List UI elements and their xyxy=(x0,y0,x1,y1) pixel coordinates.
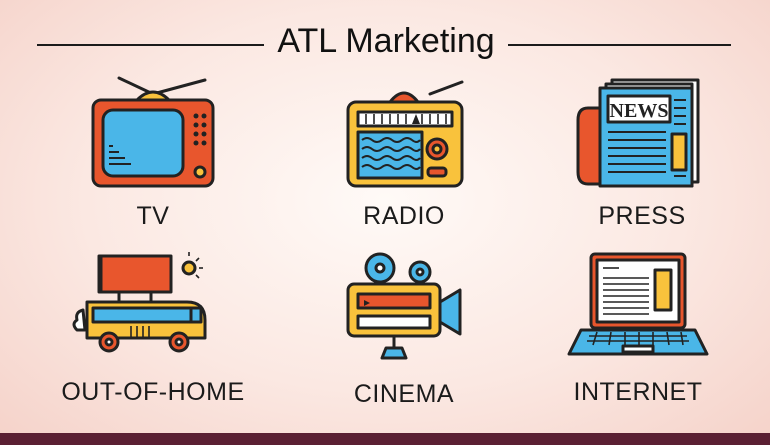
header: ATL Marketing xyxy=(0,18,770,68)
newspaper-icon: NEWS xyxy=(576,78,700,188)
label-press: PRESS xyxy=(598,202,686,230)
footer-bar xyxy=(0,433,770,445)
label-internet: INTERNET xyxy=(573,378,703,406)
label-radio: RADIO xyxy=(363,202,445,230)
label-cinema: CINEMA xyxy=(353,380,455,408)
item-cinema: CINEMA xyxy=(289,250,519,440)
newspaper-headline: NEWS xyxy=(610,100,669,122)
title-rule-left xyxy=(37,44,264,46)
item-internet: INTERNET xyxy=(523,250,753,440)
tv-icon xyxy=(91,76,215,188)
label-tv: TV xyxy=(136,202,170,230)
label-out-of-home: OUT-OF-HOME xyxy=(61,378,245,406)
item-radio: RADIO xyxy=(289,72,519,262)
billboard-bus-icon xyxy=(72,252,207,353)
item-out-of-home: OUT-OF-HOME xyxy=(38,250,268,440)
film-camera-icon xyxy=(346,252,462,360)
item-tv: TV xyxy=(38,72,268,262)
laptop-icon xyxy=(567,252,709,356)
radio-icon xyxy=(346,80,464,188)
title-rule-right xyxy=(508,44,731,46)
item-press: NEWS PRESS xyxy=(527,72,757,262)
page-title: ATL Marketing xyxy=(277,22,495,60)
